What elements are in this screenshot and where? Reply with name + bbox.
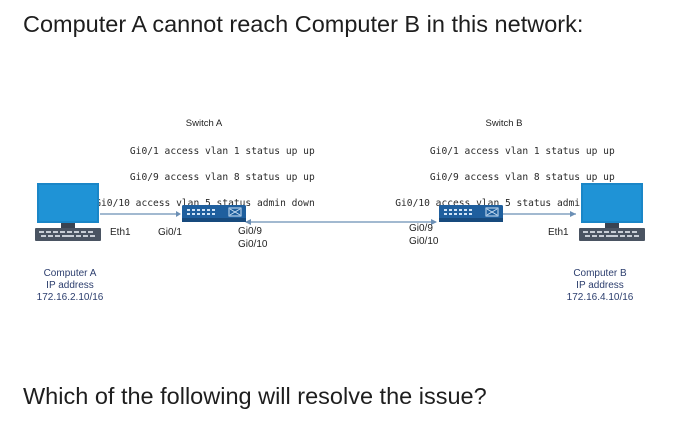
computer-a-info: Computer A IP address 172.16.2.10/16	[37, 268, 104, 304]
switch-b-icon	[439, 205, 503, 222]
computer-a-name: Computer A	[43, 268, 97, 279]
switch-a-name: Switch A	[185, 118, 223, 129]
computer-b-ip-label: IP address	[576, 280, 624, 291]
switch-b-config-line: Gi0/1 access vlan 1 status up up	[429, 146, 615, 157]
network-links	[100, 211, 576, 225]
computer-a-icon	[35, 183, 101, 241]
link-arrow-icon	[431, 219, 437, 225]
switch-a-config-line: Gi0/1 access vlan 1 status up up	[129, 146, 315, 157]
computer-b-icon	[579, 183, 645, 241]
computer-b-interface-label: Eth1	[548, 227, 569, 238]
switch-a-icon	[182, 205, 246, 222]
switch-b-port-gi0-10-label: Gi0/10	[409, 236, 439, 247]
computer-a-interface-label: Eth1	[110, 227, 131, 238]
computer-b-name: Computer B	[573, 268, 627, 279]
computer-a-ip: 172.16.2.10/16	[36, 292, 104, 303]
switch-a-config-line: Gi0/9 access vlan 8 status up up	[129, 172, 315, 183]
switch-a-port-gi0-10-label: Gi0/10	[238, 239, 268, 250]
computer-b-info: Computer B IP address 172.16.4.10/16	[567, 268, 634, 304]
switch-b-name: Switch B	[485, 118, 523, 129]
switch-a-port-gi0-9-label: Gi0/9	[238, 226, 262, 237]
switch-a-config: Gi0/1 access vlan 1 status up up Gi0/9 a…	[95, 132, 315, 223]
link-arrow-icon	[245, 219, 251, 225]
switch-b-port-gi0-9-label: Gi0/9	[409, 223, 433, 234]
switch-b-config-line: Gi0/9 access vlan 8 status up up	[429, 172, 615, 183]
link-arrow-icon	[570, 211, 576, 217]
switch-a-config-line: Gi0/10 access vlan 5 status admin down	[95, 198, 315, 209]
switch-a-port-gi0-1-label: Gi0/1	[158, 227, 182, 238]
question-title: Computer A cannot reach Computer B in th…	[23, 11, 584, 37]
computer-b-ip: 172.16.4.10/16	[566, 292, 634, 303]
computer-a-ip-label: IP address	[46, 280, 94, 291]
link-arrow-icon	[176, 211, 181, 217]
question-prompt: Which of the following will resolve the …	[23, 383, 487, 409]
